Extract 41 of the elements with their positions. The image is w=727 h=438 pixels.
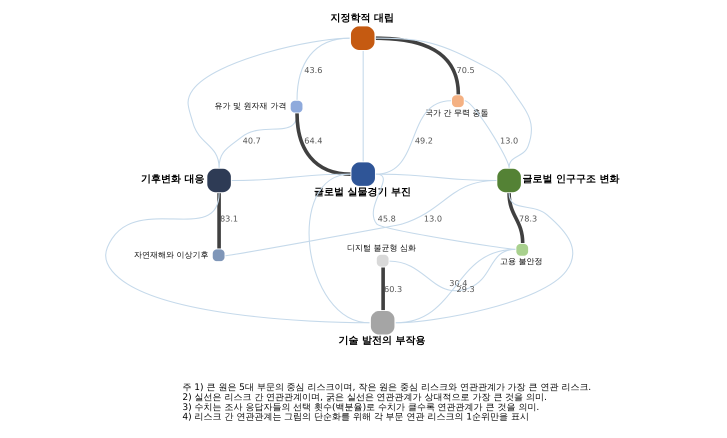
node-label: 국가 간 무력 충돌 [424,107,488,118]
connector [231,174,350,182]
edge-label: 13.0 [423,213,442,224]
edge-label: 43.6 [304,64,322,75]
node-label: 글로벌 실물경기 부진 [314,186,411,198]
node-label: 글로벌 인구구조 변화 [522,174,620,186]
connector [395,248,515,324]
label: 2) 실선은 리스크 간 연관관계이며, 굵은 실선은 연관관계가 상대적으로 가장 큰 것을 의미. [182,392,546,403]
connector [372,174,515,250]
edge-label: 13.0 [500,136,518,146]
connector [375,36,460,95]
node-label: 유가 및 원자재 가격 [214,100,286,111]
edge-label: 30.4 [448,278,467,288]
connector [464,100,510,168]
node-label: 기술 발전의 부작용 [338,335,426,346]
edge-label: 78.3 [518,213,537,224]
label: 주 1) 큰 원은 5대 부문의 중심 리스크이며, 작은 원은 중심 리스크와 연관관계가 가장 큰 연관 리스크. [182,382,591,393]
connector [308,174,370,324]
connector [104,193,370,324]
connector [224,180,496,256]
edge-label: 40.7 [242,136,260,146]
edge-label: 45.8 [377,213,396,224]
node-label: 고용 불안정 [500,256,542,266]
label: 4) 리스크 간 연관관계는 그림의 단순화를 위해 각 부문 연관 리스크의 1순위만을 표시 [182,412,528,423]
connector [294,113,350,176]
connector [216,193,220,248]
node-label: 기후변화 대응 [140,174,204,186]
edge-label: 70.5 [456,64,474,75]
connector [395,193,573,324]
connector [296,38,350,100]
connector [187,38,350,168]
connector [375,38,532,168]
edge-label: 49.2 [414,136,432,146]
node-label: 디지털 불균형 심화 [346,242,416,252]
node-label: 자연재해와 이상기후 [133,249,208,260]
connector [362,50,364,162]
connector [506,193,524,244]
label: 3) 수치는 조사 응답자들의 선택 횟수(백분율)로 수치가 클수록 연관관계가 큰 것을 의미. [182,402,539,413]
edge-label: 64.4 [304,136,322,146]
connector [380,267,384,310]
node-label: 지정학적 대립 [330,12,394,24]
